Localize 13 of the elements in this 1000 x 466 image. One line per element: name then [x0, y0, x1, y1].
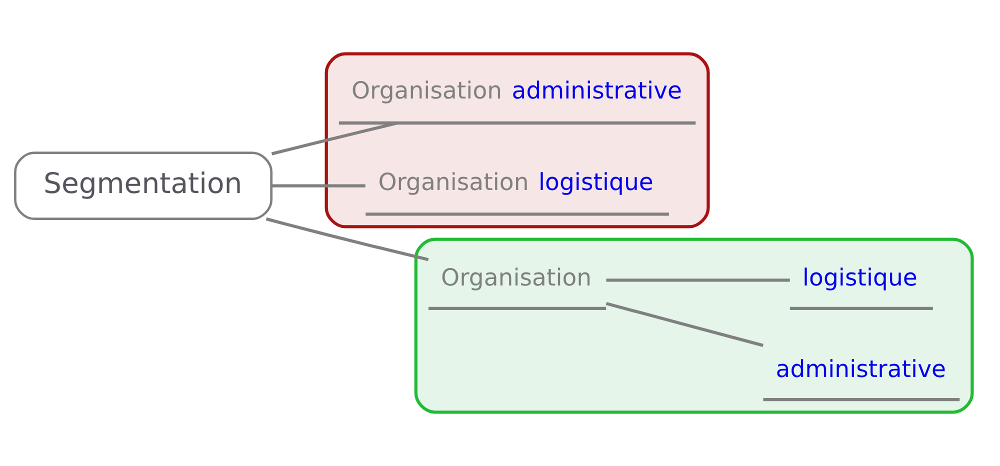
- node-text: Organisation: [441, 264, 592, 292]
- cluster: [324, 52, 710, 228]
- connector: [606, 278, 790, 282]
- node-box: Segmentation: [14, 152, 273, 220]
- node-text: Organisation logistique: [378, 168, 654, 196]
- connector: [606, 302, 764, 347]
- connector: [266, 217, 429, 262]
- node-text: logistique: [802, 264, 918, 292]
- node-text: Organisation administrative: [352, 76, 682, 105]
- connector: [271, 184, 366, 188]
- node-text: administrative: [776, 354, 946, 383]
- cluster: [414, 238, 974, 414]
- connector: [271, 122, 398, 156]
